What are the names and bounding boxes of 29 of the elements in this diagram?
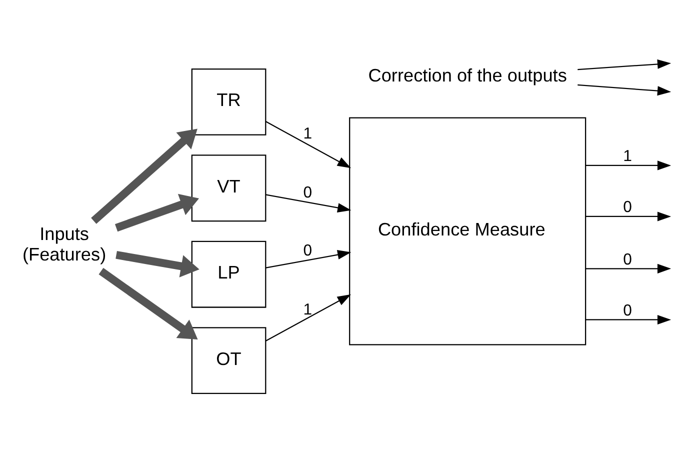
node-box: VT bbox=[191, 154, 266, 222]
node-box: Confidence Measure bbox=[349, 117, 586, 346]
edge-label: 0 bbox=[623, 302, 632, 320]
arrow bbox=[586, 264, 672, 274]
arrow bbox=[91, 128, 198, 224]
edge-label: 1 bbox=[303, 301, 312, 318]
edge-label: 1 bbox=[623, 148, 632, 166]
edge-label: 0 bbox=[303, 242, 312, 260]
arrow bbox=[114, 194, 200, 232]
edge-label: 0 bbox=[303, 184, 312, 202]
node-box: OT bbox=[191, 327, 266, 394]
arrow bbox=[266, 194, 352, 212]
arrow bbox=[266, 294, 352, 342]
arrow bbox=[578, 59, 672, 70]
node-text: Inputs (Features) bbox=[22, 224, 106, 265]
edge-label: 0 bbox=[623, 251, 632, 268]
node-box: LP bbox=[191, 240, 266, 308]
node-text: Correction of the outputs bbox=[368, 65, 567, 86]
arrow bbox=[586, 314, 672, 324]
arrow bbox=[266, 250, 352, 268]
arrow bbox=[586, 160, 672, 170]
arrow bbox=[98, 268, 198, 340]
node-box: TR bbox=[191, 68, 266, 136]
arrow bbox=[578, 84, 672, 96]
edge-label: 1 bbox=[303, 125, 312, 142]
arrow bbox=[116, 250, 200, 278]
arrow bbox=[586, 212, 672, 222]
edge-label: 0 bbox=[623, 199, 632, 216]
arrow bbox=[266, 121, 352, 168]
